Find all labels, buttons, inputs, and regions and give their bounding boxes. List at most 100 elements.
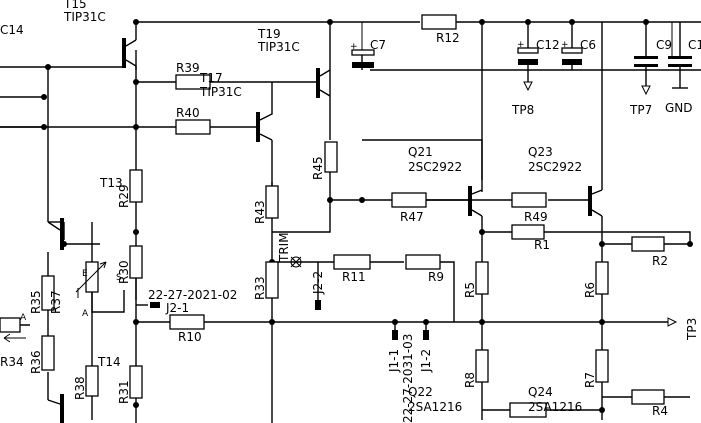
capacitor-c9-plate	[634, 64, 658, 67]
label-c7: C7	[370, 38, 386, 52]
junctions	[41, 19, 693, 413]
junction	[41, 124, 47, 130]
label-r6: R6	[583, 282, 597, 298]
junction	[133, 402, 139, 408]
label-q24-type: 2SA1216	[528, 400, 582, 414]
label-c9: C9	[656, 38, 672, 52]
label-q22-type: 2SA1216	[408, 400, 462, 414]
label-tp7: TP7	[629, 103, 652, 117]
label-q21: Q21	[408, 145, 433, 159]
label-r1: R1	[534, 238, 550, 252]
label-r8: R8	[463, 372, 477, 388]
capacitor-c1-plate	[668, 64, 692, 67]
label-r29: R29	[117, 184, 131, 208]
junction	[133, 79, 139, 85]
resistor-r30	[129, 245, 143, 279]
trim-point-icon	[290, 256, 302, 268]
label-t19: T19	[257, 27, 281, 41]
label-j1-1: J1-1	[387, 349, 401, 373]
transistor-q23	[588, 186, 592, 216]
label-q23: Q23	[528, 145, 553, 159]
capacitor-c9	[634, 56, 658, 59]
label-r10: R10	[178, 330, 202, 344]
junction	[423, 319, 429, 325]
resistor-r49	[511, 192, 547, 208]
label-r9: R9	[428, 270, 444, 284]
transistor-t15	[122, 38, 126, 68]
label-j1-code: 22-27-2031-03	[401, 334, 415, 423]
label-tp3: TP3	[685, 318, 699, 341]
resistor-r47	[391, 192, 427, 208]
label-r31: R31	[117, 380, 131, 404]
junction	[327, 197, 333, 203]
jumper-j1-1	[392, 330, 398, 340]
resistor-r39	[175, 74, 211, 90]
resistor-r38	[85, 365, 99, 397]
resistor-r5	[475, 261, 489, 295]
junction	[599, 319, 605, 325]
resistor-r9	[405, 254, 441, 270]
capacitor-c12-plate	[518, 59, 538, 65]
tp8-icon	[523, 81, 533, 92]
capacitor-c7	[351, 49, 375, 56]
junction	[479, 19, 485, 25]
junction	[359, 197, 365, 203]
resistor-r31	[129, 365, 143, 399]
junction	[133, 124, 139, 130]
junction	[327, 19, 333, 25]
label-t17: T17	[199, 71, 223, 85]
label-j1-2: J1-2	[419, 349, 433, 373]
label-tp8: TP8	[511, 103, 534, 117]
capacitor-c1	[668, 56, 692, 59]
tp3-icon	[667, 317, 678, 327]
label-r33: R33	[253, 276, 267, 300]
junction	[599, 407, 605, 413]
label-r35: R35	[29, 290, 43, 314]
label-q24: Q24	[528, 385, 553, 399]
junction	[479, 229, 485, 235]
label-r34: R34	[0, 355, 24, 369]
label-r47: R47	[400, 210, 424, 224]
jumper-j2-1	[150, 302, 160, 308]
resistor-r10	[169, 314, 205, 330]
plus-sign: +	[350, 42, 358, 52]
resistor-r36	[41, 335, 55, 371]
label-r12: R12	[436, 31, 460, 45]
junction	[569, 19, 575, 25]
label-t14: T14	[97, 355, 121, 369]
label-pin-a: A	[20, 313, 27, 323]
trimmer-r37	[85, 261, 99, 293]
transistors	[47, 38, 603, 423]
label-c14: C14	[0, 23, 24, 37]
capacitor-c7-plate	[352, 62, 374, 68]
label-pin-e: E	[82, 269, 88, 279]
label-t19-type: TIP31C	[257, 40, 300, 54]
tp7-icon	[641, 85, 651, 96]
label-c6: C6	[580, 38, 596, 52]
label-r43: R43	[253, 200, 267, 224]
junction	[45, 64, 51, 70]
capacitor-c12	[517, 47, 539, 54]
resistor-r33	[265, 261, 279, 299]
label-r38: R38	[73, 376, 87, 400]
resistor-r2	[631, 236, 665, 252]
resistor-r1	[511, 224, 545, 240]
junction	[392, 319, 398, 325]
label-r36: R36	[29, 350, 43, 374]
label-r30: R30	[117, 260, 131, 284]
junction	[41, 94, 47, 100]
transistor-q21	[468, 186, 472, 216]
resistor-r45	[324, 141, 338, 173]
label-t15-type: TIP31C	[63, 10, 106, 24]
label-r7: R7	[583, 372, 597, 388]
label-q23-type: 2SC2922	[528, 160, 582, 174]
label-j2-code: 22-27-2021-02	[148, 288, 237, 302]
resistor-r24	[509, 402, 547, 418]
capacitor-c6-plate	[562, 59, 582, 65]
junction	[479, 319, 485, 325]
plus-sign: +	[517, 40, 525, 50]
label-r45: R45	[311, 156, 325, 180]
label-q22: Q22	[408, 385, 433, 399]
